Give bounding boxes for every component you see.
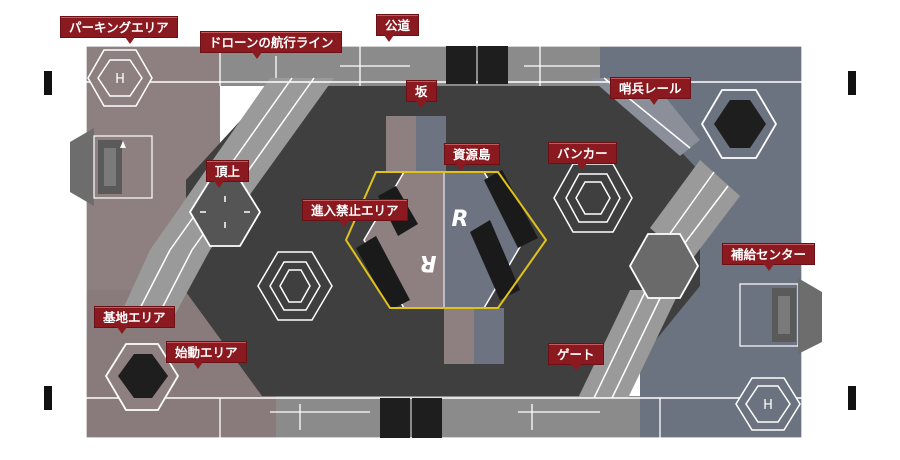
label-parking-area: パーキングエリア [60, 16, 178, 44]
label-sentry-rail: 哨兵レール [610, 77, 691, 105]
track-end-left-top [44, 71, 52, 95]
label-gate: ゲート [548, 343, 604, 371]
resource-logo-blue: R [452, 207, 469, 232]
blue-summit [628, 233, 700, 299]
blue-helipad: H [735, 377, 801, 431]
label-bunker: バンカー [548, 142, 617, 170]
red-supply-building [70, 128, 153, 206]
parking-helipad: H [87, 49, 153, 107]
right-lower-ramp [578, 289, 680, 399]
label-base-area: 基地エリア [94, 306, 175, 334]
label-drone-flight-line: ドローンの航行ライン [200, 31, 343, 59]
label-slope: 坂 [406, 80, 437, 108]
top-gate [446, 46, 508, 84]
label-resource-island: 資源島 [444, 143, 500, 171]
track-end-right-top [848, 71, 856, 95]
bottom-gate [380, 398, 442, 438]
resource-logo-red: R [420, 250, 437, 275]
resource-island: R R [344, 116, 548, 364]
blue-bunker [553, 163, 633, 233]
blue-supply-building [739, 278, 822, 354]
track-end-right-bottom [848, 386, 856, 410]
blue-helipad-letter: H [763, 398, 773, 413]
label-restricted-area: 進入禁止エリア [302, 199, 408, 227]
parking-helipad-letter: H [115, 72, 125, 87]
label-supply-center: 補給センター [722, 243, 816, 271]
track-end-left-bottom [44, 386, 52, 410]
label-public-road: 公道 [376, 14, 420, 42]
red-base [104, 343, 180, 411]
label-summit: 頂上 [206, 160, 250, 188]
label-starting-area: 始動エリア [166, 341, 247, 369]
red-bunker [257, 251, 333, 321]
blue-base [700, 89, 778, 159]
